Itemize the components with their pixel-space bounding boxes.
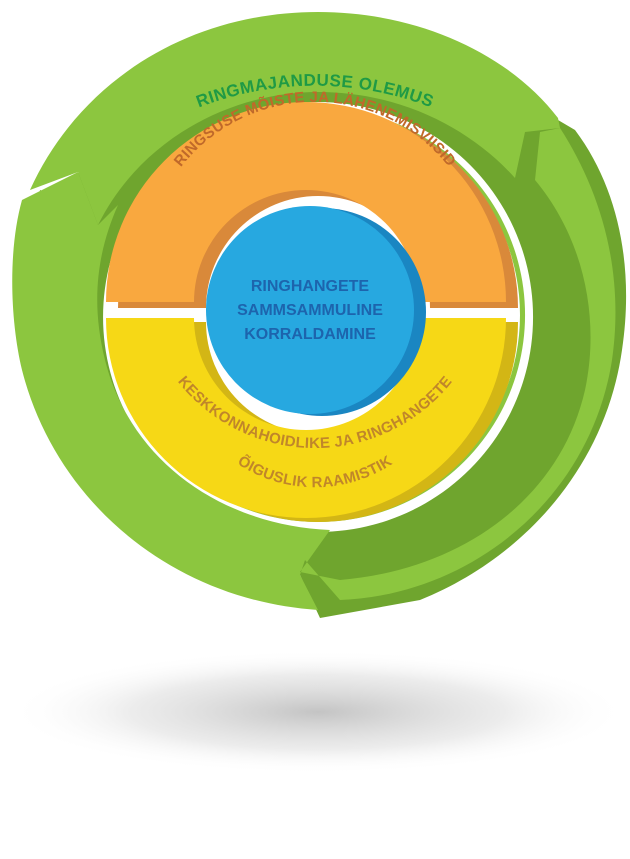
outer-ring-shade [31, 19, 627, 618]
outer-ring-segment-top [30, 12, 560, 225]
core: RINGHANGETE SAMMSAMMULINE KORRALDAMINE [206, 206, 426, 416]
lower-ring-face [106, 318, 506, 518]
upper-ring-face [106, 102, 506, 302]
core-line-1: RINGHANGETE [251, 278, 370, 295]
floor-shadow [8, 650, 628, 774]
core-face [206, 206, 414, 414]
lower-ring: KESKKONNAHOIDLIKE JA RINGHANGETE ÕIGUSLI… [106, 318, 518, 522]
core-line-3: KORRALDAMINE [244, 326, 376, 343]
core-line-2: SAMMSAMMULINE [237, 302, 383, 319]
